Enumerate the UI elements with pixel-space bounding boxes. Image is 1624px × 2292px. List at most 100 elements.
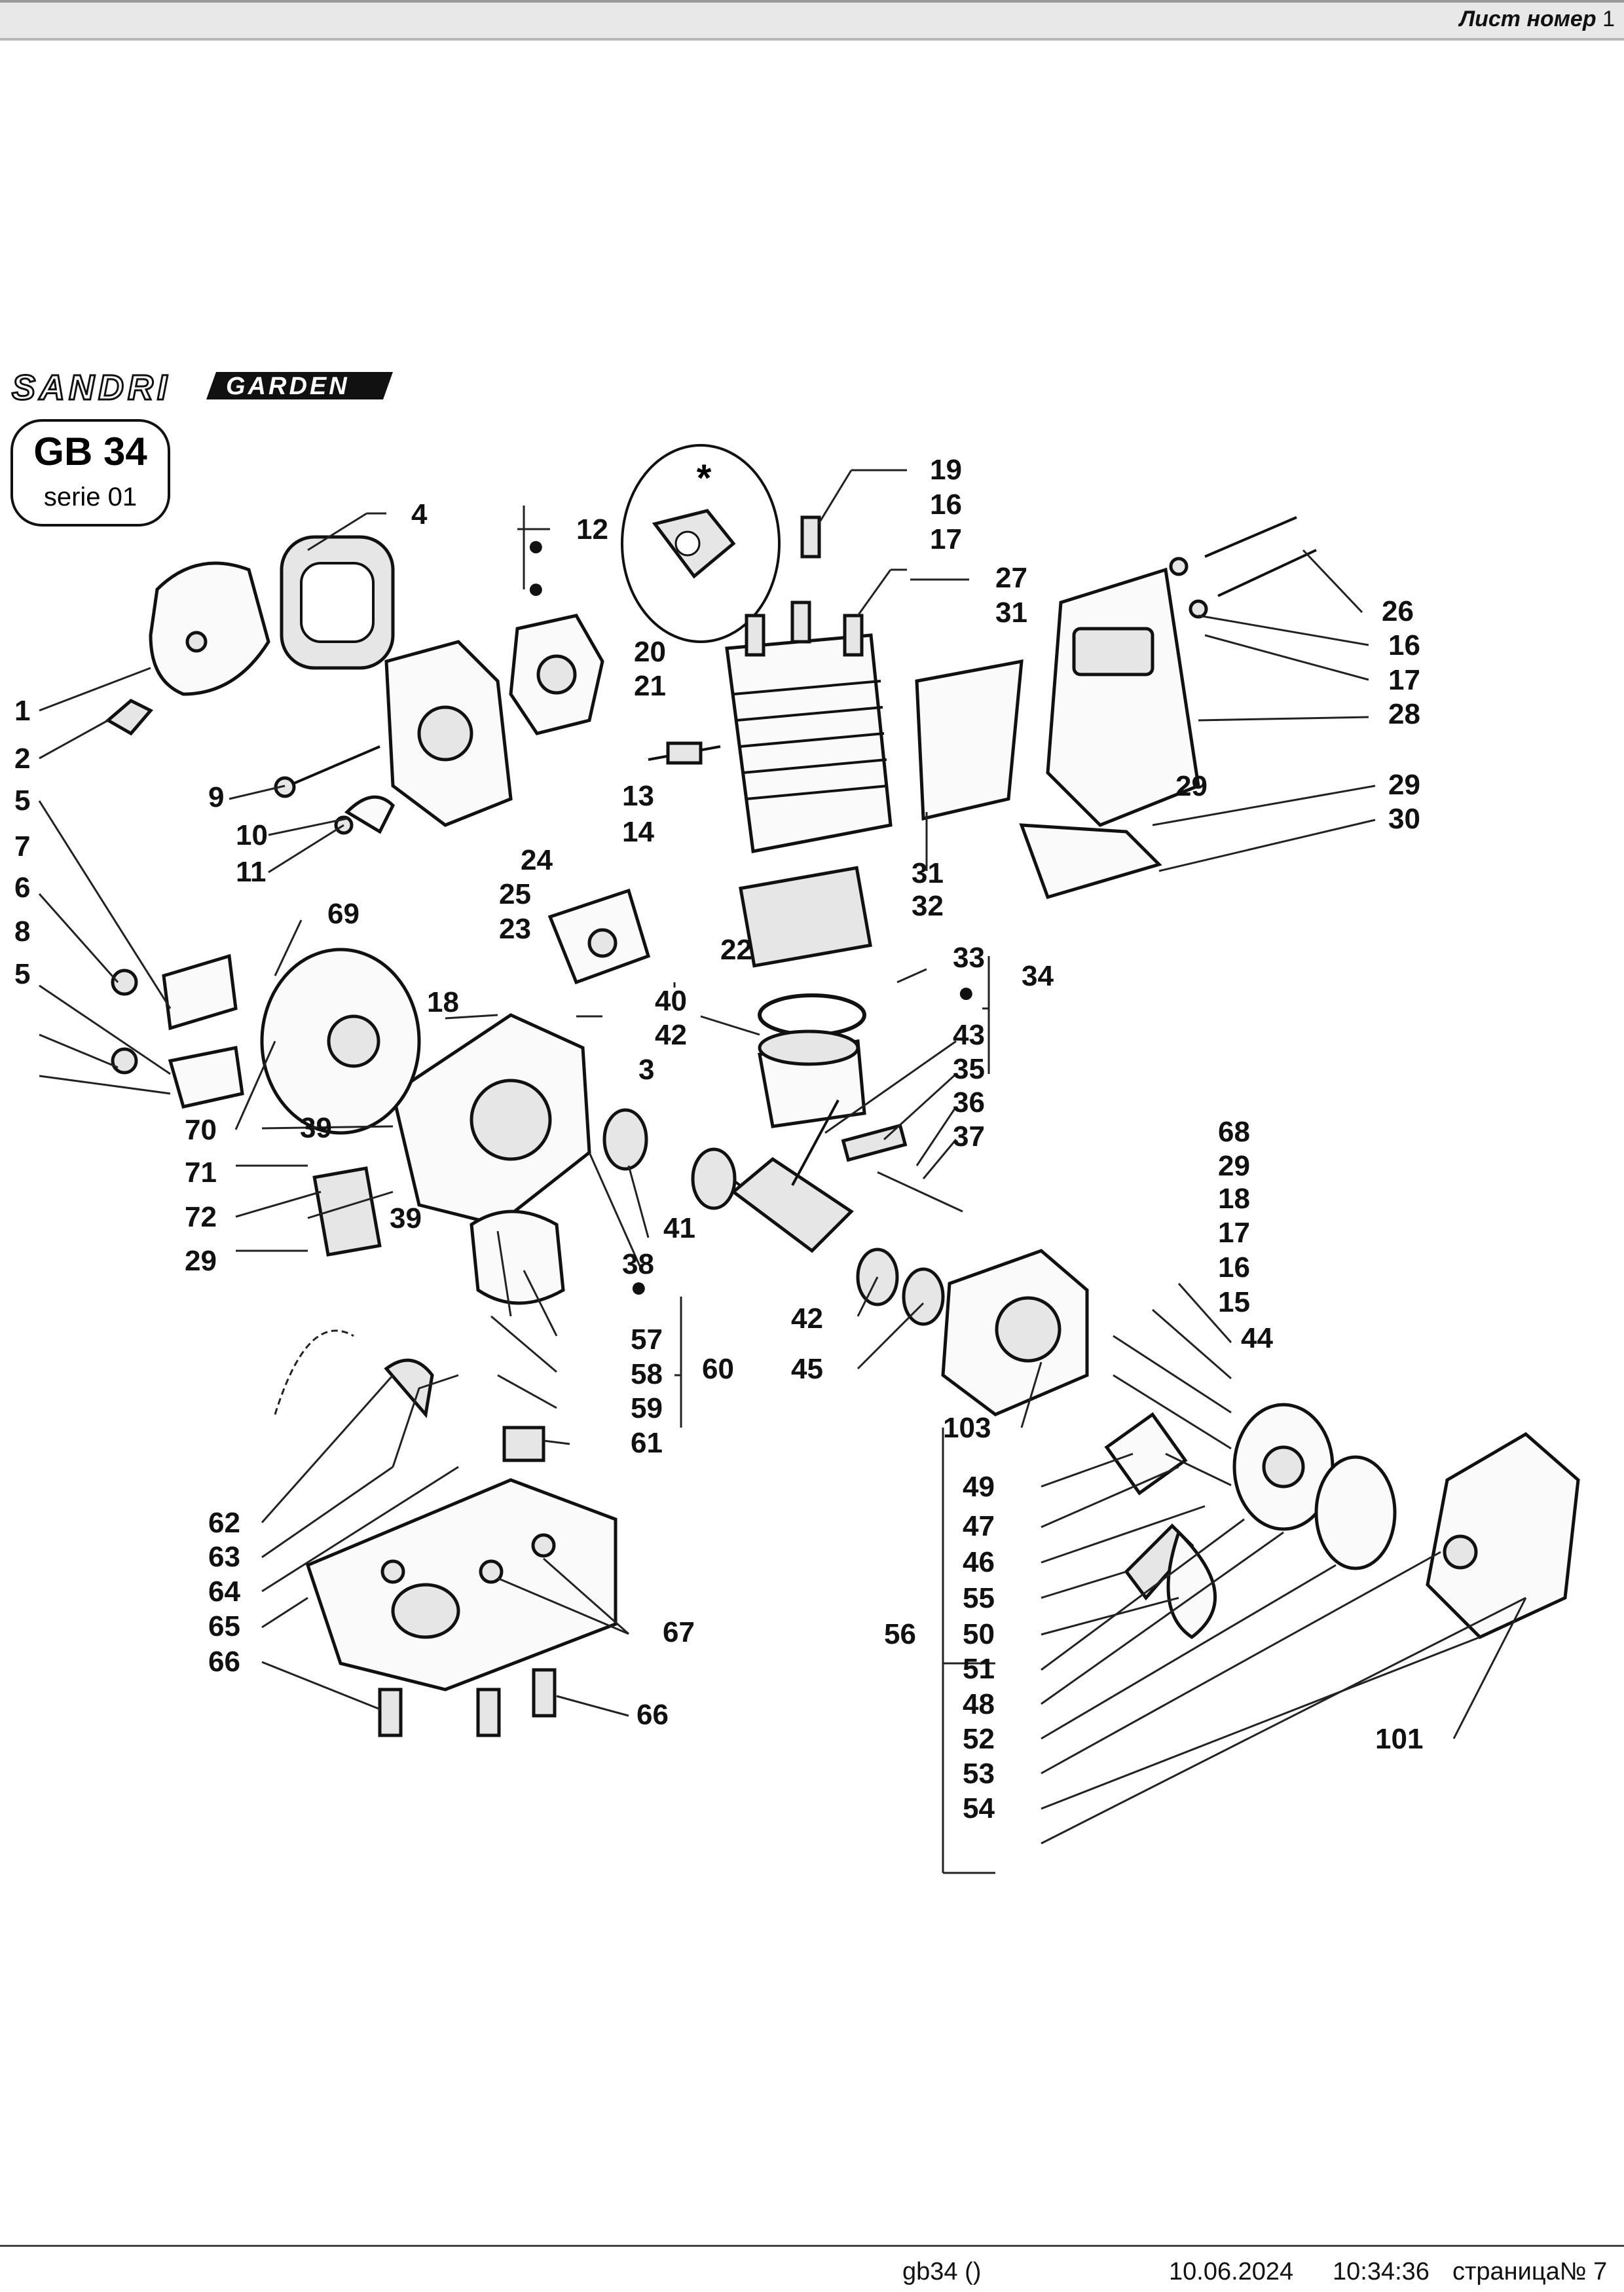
callout-64: 64: [208, 1576, 240, 1608]
bullet-34: ●: [957, 976, 975, 1008]
callout-21: 21: [634, 670, 666, 702]
callout-17b: 17: [1388, 664, 1420, 696]
callout-34: 34: [1022, 960, 1054, 992]
callout-71: 71: [185, 1156, 217, 1189]
callout-13: 13: [622, 780, 654, 812]
callout-40: 40: [655, 985, 687, 1017]
cover-knob: [105, 699, 153, 736]
bracket-10: [344, 795, 396, 834]
callout-55: 55: [963, 1582, 995, 1614]
callout-51: 51: [963, 1653, 995, 1685]
callout-18b: 18: [1218, 1183, 1250, 1215]
callout-31b: 31: [912, 857, 944, 889]
callout-24: 24: [521, 844, 553, 876]
footer-page: страница№ 7: [1452, 2258, 1608, 2285]
sheet-label: Лист номер 1: [1459, 7, 1615, 31]
callout-103: 103: [943, 1412, 991, 1444]
gasket-asterisk: *: [697, 457, 712, 500]
callout-39b: 39: [390, 1202, 422, 1234]
bullet-12b: ●: [527, 572, 545, 604]
callout-25: 25: [499, 878, 531, 910]
brand-logo: SANDRI GARDEN: [11, 367, 393, 409]
callout-20: 20: [634, 636, 666, 668]
callout-17c: 17: [1218, 1217, 1250, 1249]
callout-57: 57: [631, 1323, 663, 1356]
fuel-lines: [274, 1329, 545, 1468]
callout-18: 18: [427, 986, 459, 1018]
spark-plug: [648, 741, 721, 765]
callout-50: 50: [963, 1618, 995, 1650]
model-series: serie 01: [44, 483, 137, 511]
exploded-parts-diagram: SANDRI GARDEN GB 34 serie 01: [10, 367, 1580, 1874]
callout-29: 29: [1175, 770, 1208, 802]
bullet-12a: ●: [527, 530, 545, 562]
footer-file: gb34 (): [902, 2258, 982, 2285]
model-box: GB 34 serie 01: [10, 419, 170, 527]
long-screw-9: [274, 745, 380, 798]
callout-1: 1: [14, 695, 30, 727]
cylinder-bolts: [745, 515, 864, 657]
footer-date: 10.06.2024: [1169, 2258, 1294, 2285]
filter-base-plate: [384, 640, 513, 827]
footer-rule: [0, 2245, 1624, 2247]
ignition-shield-72: [312, 1166, 382, 1257]
bullet-60: ●: [630, 1271, 648, 1303]
tank-cap: [470, 1210, 565, 1305]
callout-3: 3: [638, 1054, 654, 1086]
gasket-set-inset: *: [621, 444, 781, 643]
carburetor: [509, 614, 604, 735]
callout-9: 9: [208, 781, 224, 813]
callout-66: 66: [208, 1646, 240, 1678]
recoil-starter-pulley: [1232, 1403, 1335, 1531]
top-bar: Лист номер 1: [0, 0, 1624, 41]
callout-36: 36: [953, 1086, 985, 1118]
piston: [758, 1029, 866, 1128]
callout-6: 6: [14, 872, 30, 904]
callout-48: 48: [963, 1688, 995, 1720]
callout-14: 14: [622, 816, 654, 848]
base-gasket-32: [739, 866, 872, 968]
callout-53: 53: [963, 1758, 995, 1790]
callout-70: 70: [185, 1114, 217, 1146]
callout-41: 41: [663, 1212, 695, 1244]
callout-39: 39: [300, 1112, 332, 1144]
recoil-spring: [1314, 1455, 1397, 1570]
air-filter-cover: [149, 561, 270, 696]
model-name: GB 34: [33, 430, 147, 473]
callout-10: 10: [236, 819, 268, 851]
callout-56: 56: [884, 1618, 916, 1650]
footer-time: 10:34:36: [1333, 2258, 1430, 2285]
callout-31: 31: [995, 597, 1027, 629]
intake-manifold: [547, 888, 651, 985]
callout-33: 33: [953, 942, 985, 974]
callout-8: 8: [14, 915, 30, 948]
brand-sandri: SANDRI: [12, 368, 171, 407]
callout-45: 45: [791, 1353, 823, 1385]
callout-42b: 42: [791, 1303, 823, 1335]
piston-ring: [758, 993, 866, 1037]
sheet-number: 1: [1602, 7, 1615, 31]
callout-44: 44: [1241, 1322, 1273, 1354]
callout-4: 4: [411, 498, 428, 530]
callout-11: 11: [236, 856, 267, 888]
callout-68: 68: [1218, 1116, 1250, 1148]
callout-23: 23: [499, 913, 531, 945]
callout-67: 67: [663, 1616, 695, 1648]
callout-63: 63: [208, 1541, 240, 1573]
callout-37: 37: [953, 1120, 985, 1153]
callout-12: 12: [576, 513, 608, 545]
muffler-bolts: [1169, 516, 1317, 619]
callout-29b: 29: [1388, 769, 1420, 801]
bearings: [602, 1108, 945, 1326]
callout-16: 16: [930, 489, 962, 521]
callout-30: 30: [1388, 803, 1420, 835]
callout-22: 22: [720, 934, 752, 966]
callout-42: 42: [655, 1019, 687, 1051]
callout-43: 43: [953, 1019, 985, 1051]
callout-26: 26: [1382, 595, 1414, 627]
muffler-plate-27: [915, 659, 1024, 821]
callout-38: 38: [622, 1248, 654, 1280]
callout-58: 58: [631, 1358, 663, 1390]
callout-66b: 66: [637, 1699, 669, 1731]
flywheel: [260, 948, 421, 1135]
